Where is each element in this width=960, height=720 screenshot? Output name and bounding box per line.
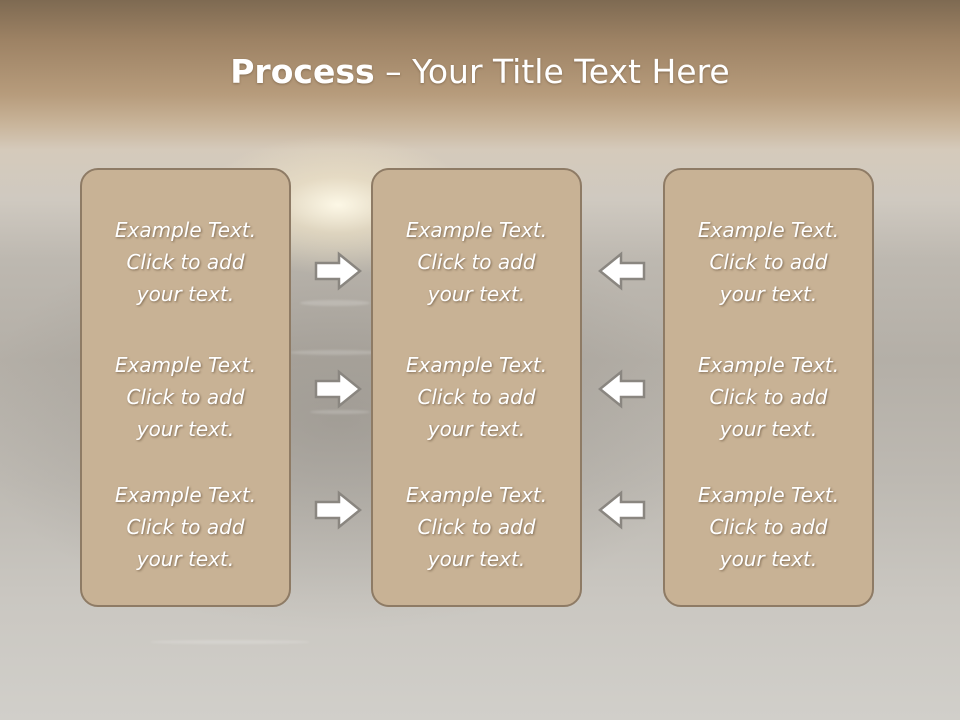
box-text-block[interactable]: Example Text. Click to add your text. <box>82 214 289 310</box>
text-line: your text. <box>427 547 526 571</box>
right-arrow-icon[interactable] <box>313 368 363 410</box>
text-line: Click to add <box>709 515 828 539</box>
water-reflection <box>290 350 380 355</box>
process-box-center[interactable]: Example Text. Click to add your text. Ex… <box>371 168 582 607</box>
text-line: Click to add <box>126 515 245 539</box>
text-line: Click to add <box>417 250 536 274</box>
process-box-right[interactable]: Example Text. Click to add your text. Ex… <box>663 168 874 607</box>
text-line: your text. <box>719 417 818 441</box>
text-line: your text. <box>719 282 818 306</box>
left-arrow-icon[interactable] <box>597 250 647 292</box>
text-line: your text. <box>136 282 235 306</box>
box-text-block[interactable]: Example Text. Click to add your text. <box>82 349 289 445</box>
text-line: Example Text. <box>114 353 257 377</box>
text-line: your text. <box>427 282 526 306</box>
left-arrow-icon[interactable] <box>597 368 647 410</box>
left-arrow-icon[interactable] <box>597 489 647 531</box>
text-line: Example Text. <box>405 353 548 377</box>
text-line: Example Text. <box>114 218 257 242</box>
box-text-block[interactable]: Example Text. Click to add your text. <box>665 479 872 575</box>
right-arrow-icon[interactable] <box>313 250 363 292</box>
text-line: Example Text. <box>697 218 840 242</box>
text-line: Example Text. <box>114 483 257 507</box>
text-line: Click to add <box>709 250 828 274</box>
box-text-block[interactable]: Example Text. Click to add your text. <box>665 349 872 445</box>
right-arrow-icon[interactable] <box>313 489 363 531</box>
text-line: Click to add <box>417 515 536 539</box>
text-line: Click to add <box>126 250 245 274</box>
text-line: Click to add <box>126 385 245 409</box>
water-reflection <box>300 300 370 306</box>
box-text-block[interactable]: Example Text. Click to add your text. <box>373 479 580 575</box>
text-line: your text. <box>136 417 235 441</box>
text-line: Click to add <box>417 385 536 409</box>
water-reflection <box>150 640 310 644</box>
text-line: Example Text. <box>405 218 548 242</box>
box-text-block[interactable]: Example Text. Click to add your text. <box>373 349 580 445</box>
box-text-block[interactable]: Example Text. Click to add your text. <box>82 479 289 575</box>
water-reflection <box>310 410 370 414</box>
process-box-left[interactable]: Example Text. Click to add your text. Ex… <box>80 168 291 607</box>
text-line: Click to add <box>709 385 828 409</box>
text-line: Example Text. <box>697 353 840 377</box>
slide-title[interactable]: Process – Your Title Text Here <box>0 52 960 91</box>
text-line: Example Text. <box>697 483 840 507</box>
box-text-block[interactable]: Example Text. Click to add your text. <box>665 214 872 310</box>
text-line: Example Text. <box>405 483 548 507</box>
text-line: your text. <box>136 547 235 571</box>
text-line: your text. <box>427 417 526 441</box>
title-bold-text: Process <box>230 52 375 91</box>
title-rest-text: – Your Title Text Here <box>374 52 730 91</box>
box-text-block[interactable]: Example Text. Click to add your text. <box>373 214 580 310</box>
text-line: your text. <box>719 547 818 571</box>
